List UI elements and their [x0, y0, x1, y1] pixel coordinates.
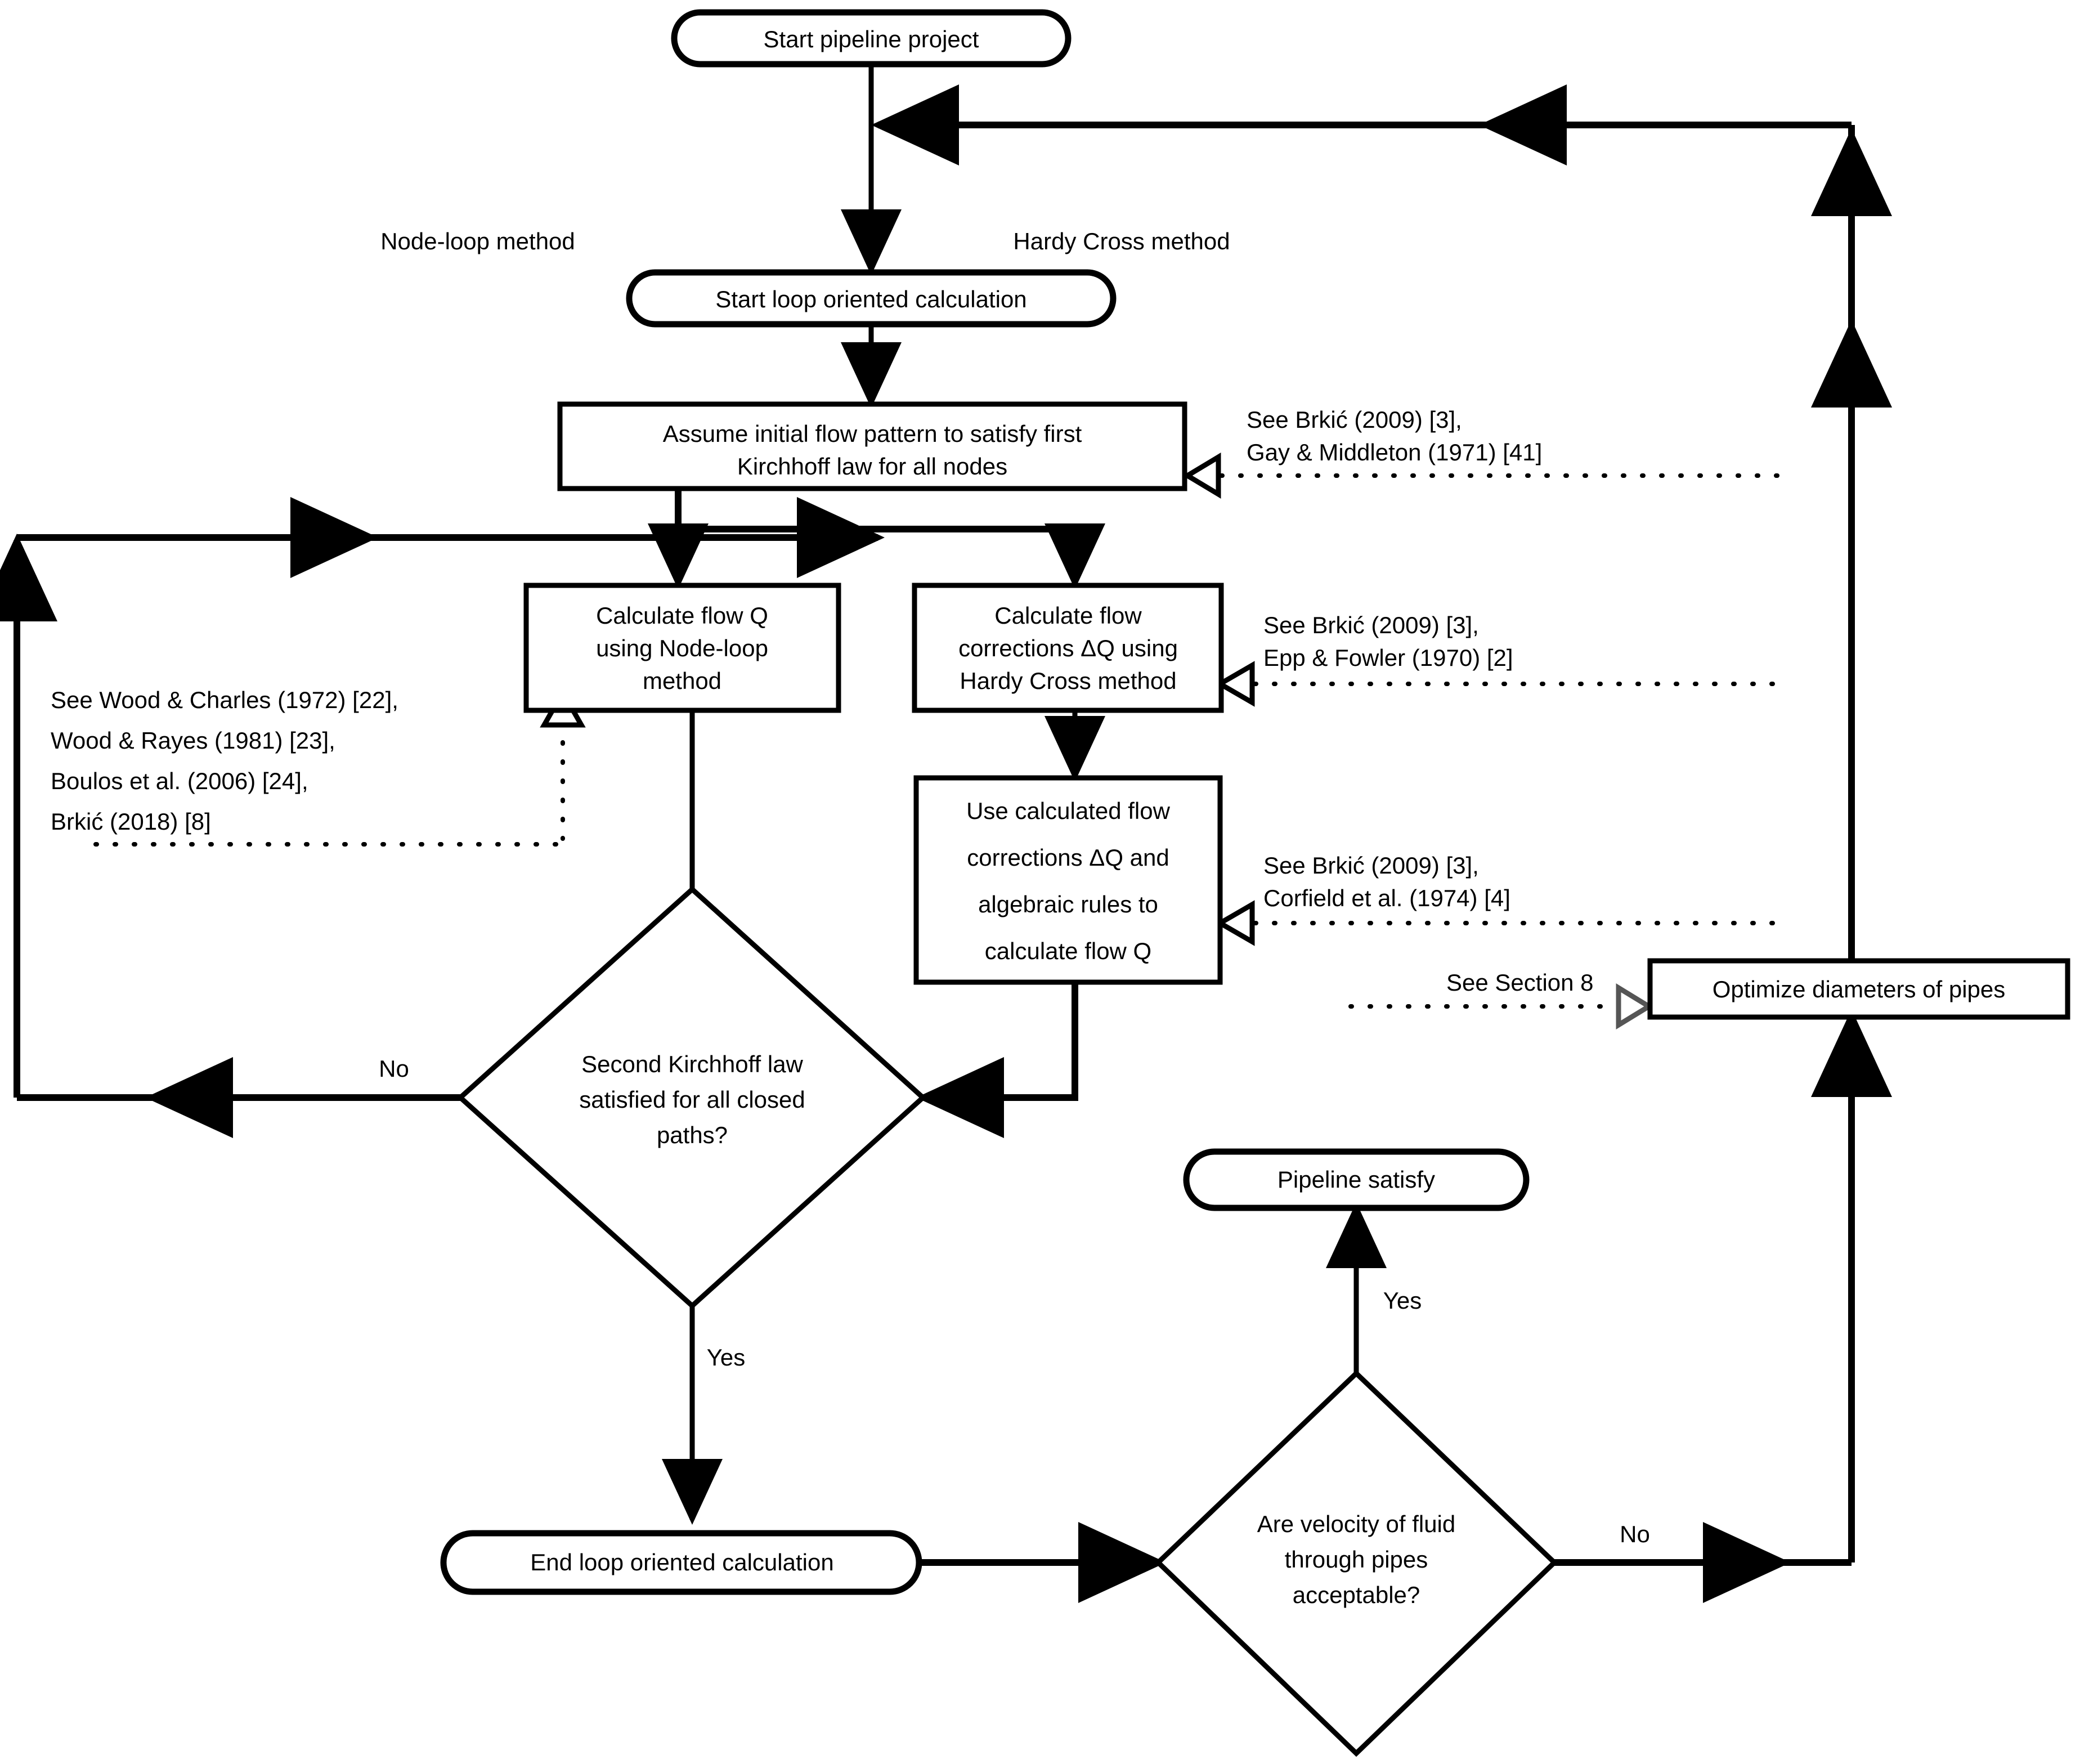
node-calculate-flow-corrections-hardycross[interactable]: Calculate flow corrections ΔQ using Hard… [912, 583, 1224, 713]
node-use-calculated-corrections[interactable]: Use calculated flow corrections ΔQ and a… [913, 775, 1223, 985]
node-velocity-line3: acceptable? [1293, 1582, 1420, 1608]
node-assume-initial-flow[interactable]: Assume initial flow pattern to satisfy f… [557, 401, 1187, 491]
annotation-usecorr-line1: See Brkić (2009) [3], [1263, 852, 1479, 879]
node-pipeline-satisfy-label: Pipeline satisfy [1277, 1166, 1435, 1193]
annotation-nodeloop-reference: See Wood & Charles (1972) [22], Wood & R… [51, 687, 398, 835]
node-pipeline-satisfy[interactable]: Pipeline satisfy [1183, 1148, 1530, 1211]
node-end-loop-label: End loop oriented calculation [530, 1549, 833, 1575]
node-use-corr-line4: calculate flow Q [985, 938, 1151, 964]
node-start-pipeline-project[interactable]: Start pipeline project [671, 9, 1072, 68]
node-calc-hardycross-line2: corrections ΔQ using [958, 635, 1178, 661]
annotation-hardycross-reference: See Brkić (2009) [3], Epp & Fowler (1970… [1263, 612, 1513, 671]
branch-label-node-loop-method: Node-loop method [380, 228, 575, 254]
node-calc-nodeloop-line1: Calculate flow Q [596, 602, 768, 629]
annotation-hardycross-line1: See Brkić (2009) [3], [1263, 612, 1479, 638]
node-optimize-diameters[interactable]: Optimize diameters of pipes [1647, 958, 2070, 1020]
node-calculate-flow-nodeloop[interactable]: Calculate flow Q using Node-loop method [523, 583, 841, 713]
node-calc-nodeloop-line2: using Node-loop [596, 635, 768, 661]
node-assume-flow-line1: Assume initial flow pattern to satisfy f… [663, 420, 1082, 447]
annotation-nodeloop-line1: See Wood & Charles (1972) [22], [51, 687, 398, 713]
node-use-corr-line3: algebraic rules to [978, 891, 1158, 917]
branch-label-velocity-yes: Yes [1383, 1287, 1422, 1314]
annotation-section8-reference: See Section 8 [1446, 969, 1594, 996]
annotation-usecorrections-reference: See Brkić (2009) [3], Corfield et al. (1… [1263, 852, 1510, 911]
annotation-hardycross-line2: Epp & Fowler (1970) [2] [1263, 644, 1513, 671]
annotation-connector-section8 [1348, 983, 1654, 1030]
annotation-connector-hardycross [1215, 661, 1786, 707]
node-velocity-line1: Are velocity of fluid [1257, 1511, 1456, 1537]
annotation-connector-usecorr [1215, 900, 1781, 946]
node-calc-nodeloop-line3: method [643, 668, 721, 694]
node-start-pipeline-project-label: Start pipeline project [764, 26, 979, 52]
node-second-kirchhoff-line3: paths? [657, 1122, 728, 1148]
annotation-nodeloop-line4: Brkić (2018) [8] [51, 808, 211, 835]
annotation-assume-line1: See Brkić (2009) [3], [1247, 406, 1462, 433]
branch-label-kirchhoff-no: No [379, 1055, 409, 1082]
edge-usecorr-to-diamond [916, 982, 1078, 1138]
node-velocity-decision[interactable]: Are velocity of fluid through pipes acce… [1154, 1369, 1558, 1757]
node-start-loop-label: Start loop oriented calculation [715, 286, 1026, 312]
branch-label-hardy-cross-method: Hardy Cross method [1013, 228, 1230, 254]
annotation-assume-line2: Gay & Middleton (1971) [41] [1247, 439, 1542, 465]
annotation-usecorr-line2: Corfield et al. (1974) [4] [1263, 885, 1510, 911]
node-calc-hardycross-line3: Hardy Cross method [960, 668, 1176, 694]
node-velocity-line2: through pipes [1285, 1546, 1428, 1573]
node-optimize-diameters-label: Optimize diameters of pipes [1713, 976, 2006, 1002]
annotation-section8-line1: See Section 8 [1446, 969, 1594, 996]
node-end-loop-oriented-calculation[interactable]: End loop oriented calculation [440, 1530, 922, 1595]
node-calc-hardycross-line1: Calculate flow [994, 602, 1142, 629]
annotation-assume-flow-reference: See Brkić (2009) [3], Gay & Middleton (1… [1247, 406, 1542, 465]
annotation-connector-assume [1182, 453, 1792, 499]
node-start-loop-oriented-calculation[interactable]: Start loop oriented calculation [626, 269, 1117, 328]
annotation-nodeloop-line2: Wood & Rayes (1981) [23], [51, 727, 335, 754]
node-assume-flow-line2: Kirchhoff law for all nodes [737, 453, 1007, 480]
edge-velocity-no [1553, 1009, 1892, 1603]
node-second-kirchhoff-line2: satisfied for all closed [579, 1086, 805, 1113]
node-use-corr-line2: corrections ΔQ and [967, 844, 1169, 871]
annotation-nodeloop-line3: Boulos et al. (2006) [24], [51, 768, 308, 794]
node-second-kirchhoff-decision[interactable]: Second Kirchhoff law satisfied for all c… [456, 885, 927, 1310]
node-use-corr-line1: Use calculated flow [966, 798, 1171, 824]
node-second-kirchhoff-line1: Second Kirchhoff law [581, 1051, 803, 1077]
branch-label-kirchhoff-yes: Yes [707, 1344, 746, 1371]
branch-label-velocity-no: No [1620, 1521, 1650, 1547]
